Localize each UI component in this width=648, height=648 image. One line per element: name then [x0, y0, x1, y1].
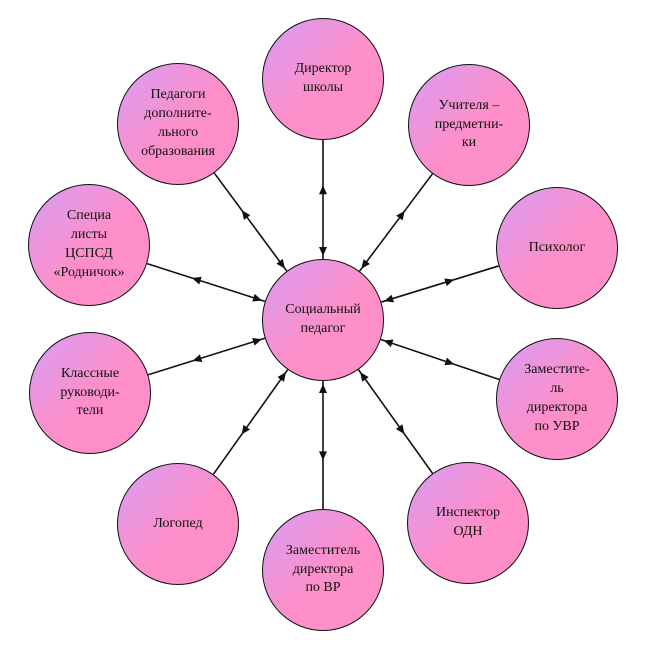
connector-speech-therapist: [212, 369, 289, 475]
node-label-line: педагог: [300, 321, 346, 336]
node-label-line: по ВР: [305, 580, 341, 596]
arrow-head-inward: [360, 372, 369, 382]
node-label-line: Заместите-: [524, 362, 590, 378]
node-deputy-director-uvr: Заместите- ль директора по УВР: [496, 338, 618, 460]
connector-additional-education-teachers: [213, 172, 288, 272]
arrow-head-outward: [444, 357, 455, 366]
arrow-head-outward: [319, 185, 327, 195]
node-label-line: Специа: [66, 208, 112, 224]
connector-odn-inspector: [357, 369, 434, 474]
node-label-line: Заместитель: [285, 542, 361, 558]
node-speech-therapist: Логопед: [117, 463, 239, 585]
node-label: Педагоги дополните- льного образования: [135, 86, 221, 162]
node-social-pedagogue: Социальный педагог: [262, 259, 384, 381]
connector-deputy-director-uvr: [380, 338, 500, 381]
arrow-head-outward: [192, 354, 203, 363]
node-label-line: «Родничок»: [53, 264, 125, 280]
node-label: Директор школы: [289, 60, 358, 98]
connector-line: [213, 172, 288, 272]
node-label: Классные руководи- тели: [54, 365, 125, 422]
arrow-head-outward: [319, 451, 327, 461]
node-label-line: директора: [526, 400, 588, 415]
node-label: Психолог: [523, 239, 592, 258]
arrow-head-inward: [277, 372, 286, 382]
node-label-line: дополните-: [144, 106, 212, 122]
node-label-line: ки: [461, 135, 477, 151]
node-label: Логопед: [147, 515, 208, 534]
arrow-head-inward: [383, 339, 394, 348]
node-label-line: руководи-: [60, 384, 120, 400]
connector-line: [380, 338, 500, 381]
connector-line: [146, 262, 266, 303]
arrow-head-inward: [319, 247, 327, 256]
node-odn-inspector: Инспектор ОДН: [407, 462, 529, 584]
node-label-line: Социальный: [285, 302, 361, 318]
arrow-head-outward: [396, 210, 405, 221]
node-label: Социальный педагог: [279, 301, 366, 339]
arrow-head-outward: [444, 278, 455, 287]
connector-subject-teachers: [358, 173, 434, 272]
node-label: Инспектор ОДН: [430, 504, 506, 542]
node-label-line: Инспектор: [435, 505, 501, 521]
node-label-line: Логопед: [153, 515, 203, 531]
node-label-line: листы: [70, 227, 108, 243]
connector-line: [358, 173, 434, 272]
arrow-head-inward: [384, 294, 394, 303]
arrow-head-inward: [319, 384, 327, 393]
arrow-head-inward: [276, 258, 285, 269]
node-label-line: школы: [302, 80, 344, 95]
node-cspsd-specialists: Специа листы ЦСПСД «Родничок»: [28, 184, 150, 306]
node-label-line: Психолог: [528, 239, 586, 255]
node-label-line: льного: [157, 125, 199, 140]
node-label: Заместите- ль директора по УВР: [518, 361, 595, 437]
node-label-line: Классные: [60, 365, 120, 381]
node-label-line: директора: [292, 561, 354, 577]
connector-line: [381, 265, 499, 303]
arrow-head-outward: [241, 424, 251, 435]
node-label-line: образования: [141, 143, 215, 159]
connector-line: [147, 337, 266, 376]
connector-cspsd-specialists: [146, 262, 266, 303]
node-label-line: ль: [550, 381, 564, 397]
arrow-head-outward: [191, 276, 202, 285]
node-label: Заместитель директора по ВР: [280, 542, 366, 599]
connector-deputy-director-vr: [319, 381, 327, 509]
node-subject-teachers: Учителя – предметни- ки: [408, 64, 530, 186]
connector-line: [212, 369, 289, 475]
node-label-line: тели: [76, 403, 104, 419]
node-label: Специа листы ЦСПСД «Родничок»: [48, 207, 131, 283]
node-label-line: по УВР: [534, 418, 580, 434]
arrow-head-inward: [252, 338, 262, 346]
node-label-line: предметни-: [434, 116, 504, 132]
node-label-line: ОДН: [453, 524, 483, 539]
connector-psychologist: [381, 265, 499, 303]
arrow-head-inward: [252, 293, 263, 302]
node-label-line: ЦСПСД: [65, 246, 113, 261]
node-label-line: Педагоги: [150, 87, 206, 103]
node-additional-education-teachers: Педагоги дополните- льного образования: [117, 63, 239, 185]
arrow-head-outward: [241, 210, 251, 220]
node-psychologist: Психолог: [496, 187, 618, 309]
node-deputy-director-vr: Заместитель директора по ВР: [262, 509, 384, 631]
connector-line: [357, 369, 434, 474]
connector-class-teachers: [147, 337, 266, 376]
arrow-head-inward: [361, 259, 370, 269]
node-school-director: Директор школы: [262, 18, 384, 140]
arrow-head-outward: [395, 424, 405, 434]
node-class-teachers: Классные руководи- тели: [29, 332, 151, 454]
node-label-line: Учителя –: [438, 97, 500, 113]
node-label: Учителя – предметни- ки: [429, 97, 509, 154]
connector-school-director: [319, 140, 327, 259]
node-label-line: Директор: [294, 61, 352, 77]
